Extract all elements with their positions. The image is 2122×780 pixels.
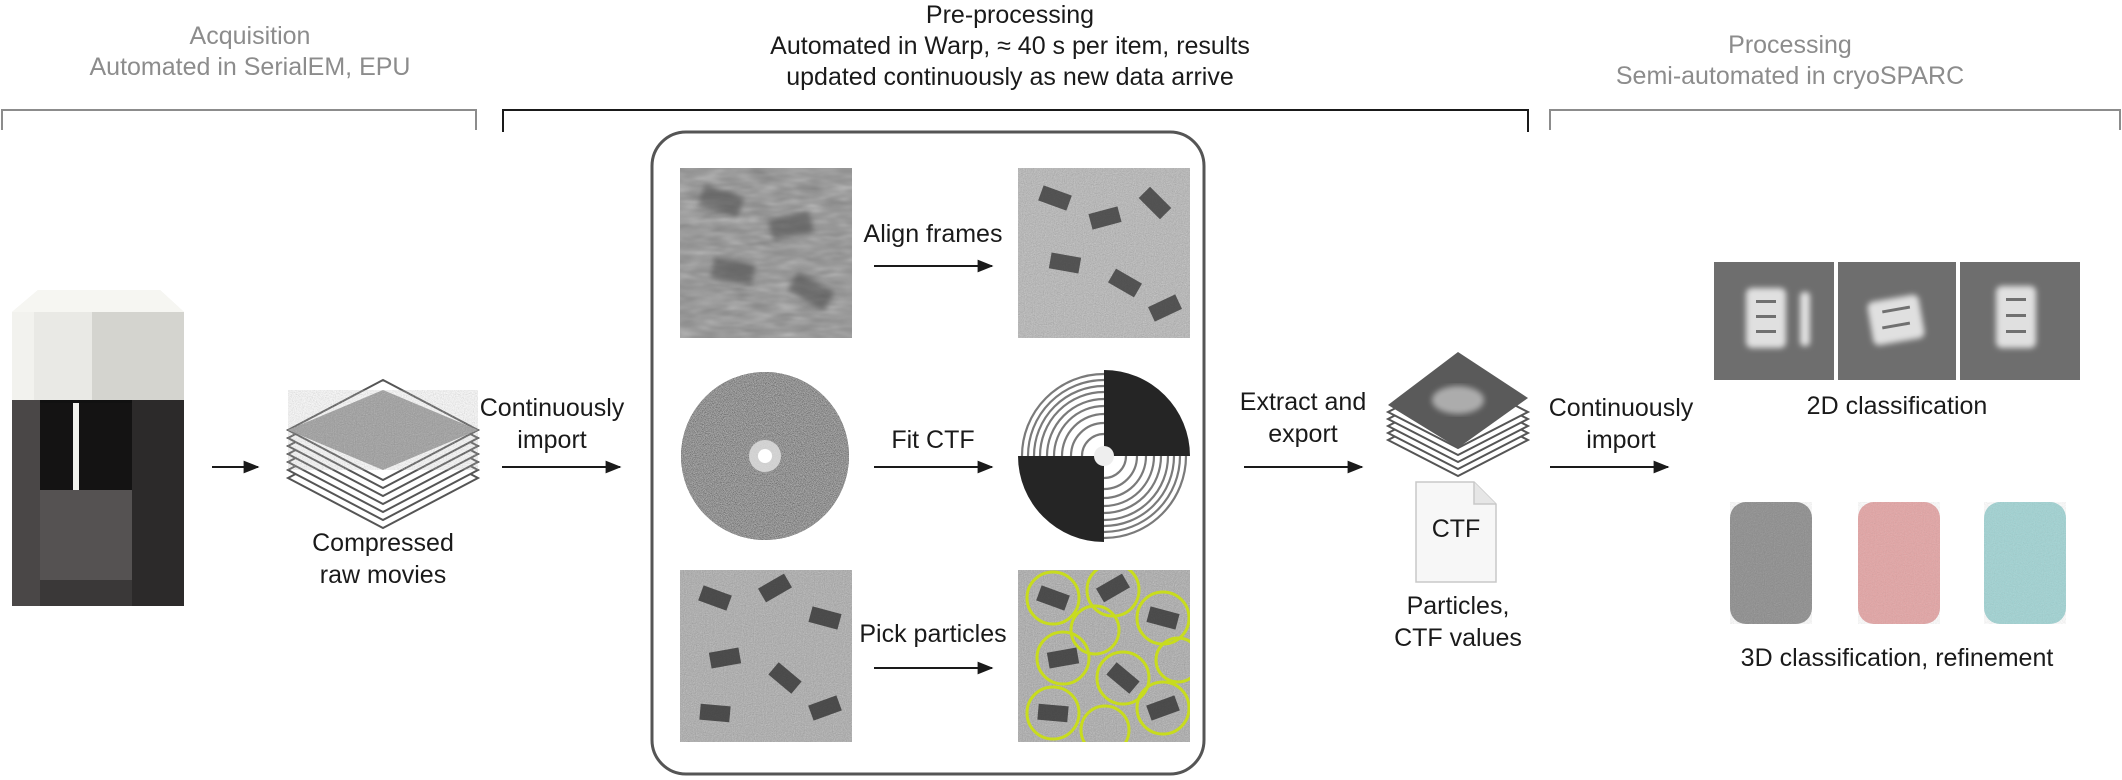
ctf-fit-thumbnail [1018,370,1190,542]
processing-bracket [1550,110,2120,130]
import-2-line-2: import [1536,424,1706,456]
3d-map-pink [1858,502,1940,624]
image-stack-icon [288,380,478,528]
power-spectrum-thumbnail [681,372,849,540]
import-2-label: Continuously import [1536,392,1706,456]
ctf-file-label: CTF [1416,513,1496,545]
raw-frame-thumbnail [680,168,852,338]
2d-classification-label: 2D classification [1747,390,2047,422]
particles-line-1: Particles, [1376,590,1540,622]
3d-map-grey [1730,502,1812,624]
micrograph-thumbnail [680,570,852,742]
fit-ctf-label: Fit CTF [858,424,1008,456]
acquisition-bracket [2,110,476,130]
particles-label: Particles, CTF values [1376,590,1540,654]
particles-line-2: CTF values [1376,622,1540,654]
extract-label: Extract and export [1218,386,1388,450]
extract-line-1: Extract and [1218,386,1388,418]
3d-classification-label: 3D classification, refinement [1707,642,2087,674]
raw-movies-line-1: Compressed [283,527,483,559]
pick-particles-label: Pick particles [848,618,1018,650]
import-1-line-2: import [467,424,637,456]
import-1-label: Continuously import [467,392,637,456]
electron-microscope-icon [12,290,184,606]
preprocessing-bracket [503,110,1528,132]
2d-class-averages [1714,262,2080,380]
raw-movies-label: Compressed raw movies [283,527,483,591]
extract-line-2: export [1218,418,1388,450]
align-frames-label: Align frames [858,218,1008,250]
import-1-line-1: Continuously [467,392,637,424]
raw-movies-line-2: raw movies [283,559,483,591]
particle-stack-icon [1388,352,1528,476]
3d-maps [1730,502,2066,624]
import-2-line-1: Continuously [1536,392,1706,424]
3d-map-cyan [1984,502,2066,624]
picked-particles-thumbnail [1018,564,1200,754]
aligned-frame-thumbnail [1018,168,1190,338]
